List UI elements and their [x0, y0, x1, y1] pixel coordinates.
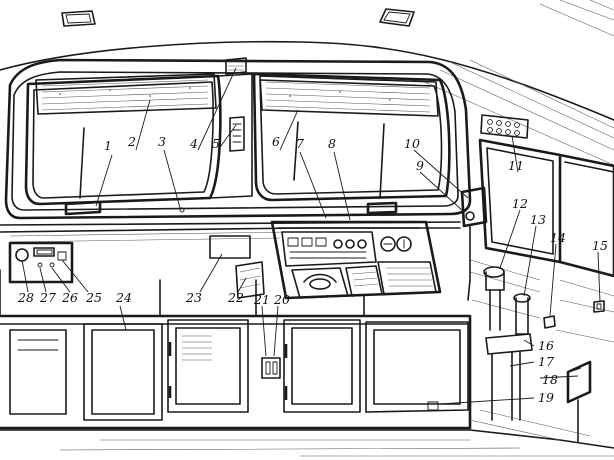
- side-wall-hatching: [469, 259, 614, 343]
- wall-plate: [209, 235, 251, 259]
- callout-9: 9: [416, 158, 424, 173]
- callout-12: 12: [512, 196, 528, 211]
- dashboard-top: [0, 221, 461, 243]
- lower-cabinet: [0, 269, 472, 430]
- callout-8: 8: [328, 136, 336, 151]
- callout-14: 14: [550, 230, 566, 245]
- leader-lines: [21, 67, 601, 405]
- callout-21: 21: [253, 292, 270, 307]
- callout-11: 11: [508, 158, 524, 173]
- callout-26: 26: [61, 290, 78, 305]
- right-wiper: [293, 121, 398, 215]
- callout-2: 2: [127, 134, 136, 149]
- callout-24: 24: [115, 290, 132, 305]
- wall-bracket: [460, 186, 488, 301]
- windshield-frame: [4, 58, 472, 220]
- floor-box: [566, 360, 592, 443]
- callout-labels: 1 2 3 4 5 6 7 8 9 10 11 12 13 14 15 16 1…: [17, 134, 608, 405]
- wall-switch: [543, 315, 556, 329]
- callout-27: 27: [39, 290, 56, 305]
- ceiling-light-left: [61, 10, 96, 27]
- cab-ceiling: [0, 0, 614, 166]
- callout-10: 10: [404, 136, 420, 151]
- callout-16: 16: [538, 338, 554, 353]
- cabinet-door-center: [167, 319, 249, 413]
- callout-1: 1: [104, 138, 112, 153]
- cabinet-door-24: [83, 323, 163, 421]
- left-wiper: [64, 127, 102, 216]
- controller-handle: [483, 266, 533, 421]
- callout-25: 25: [85, 290, 102, 305]
- callout-4: 4: [189, 136, 198, 151]
- main-control-console: [270, 220, 442, 300]
- callout-5: 5: [212, 136, 220, 151]
- cabinet-door-left: [9, 329, 67, 415]
- callout-22: 22: [227, 290, 244, 305]
- callout-13: 13: [530, 212, 546, 227]
- left-windshield-pane: [24, 74, 222, 206]
- right-sun-visor: [259, 75, 439, 117]
- callout-3: 3: [158, 134, 166, 149]
- callout-17: 17: [538, 354, 554, 369]
- callout-6: 6: [272, 134, 280, 149]
- center-pillar: [179, 57, 253, 213]
- cabinet-breaker-20-21: [261, 357, 281, 379]
- side-window: [478, 138, 614, 278]
- cabinet-door-right: [283, 319, 361, 413]
- cab-floor: [0, 409, 614, 457]
- callout-7: 7: [296, 136, 304, 151]
- wall-socket: [593, 300, 605, 313]
- callout-15: 15: [592, 238, 608, 253]
- callout-23: 23: [185, 290, 202, 305]
- callout-20: 20: [273, 292, 290, 307]
- ceiling-light-right: [379, 8, 415, 27]
- cabinet-door-far-right: [365, 321, 469, 413]
- callout-19: 19: [538, 390, 554, 405]
- right-windshield-pane: [252, 72, 451, 202]
- callout-28: 28: [17, 290, 34, 305]
- small-mirror-22: [235, 261, 265, 299]
- callout-18: 18: [542, 372, 558, 387]
- left-instrument-panel: [8, 241, 74, 284]
- vent-grille: [480, 114, 529, 139]
- left-sun-visor: [35, 73, 217, 115]
